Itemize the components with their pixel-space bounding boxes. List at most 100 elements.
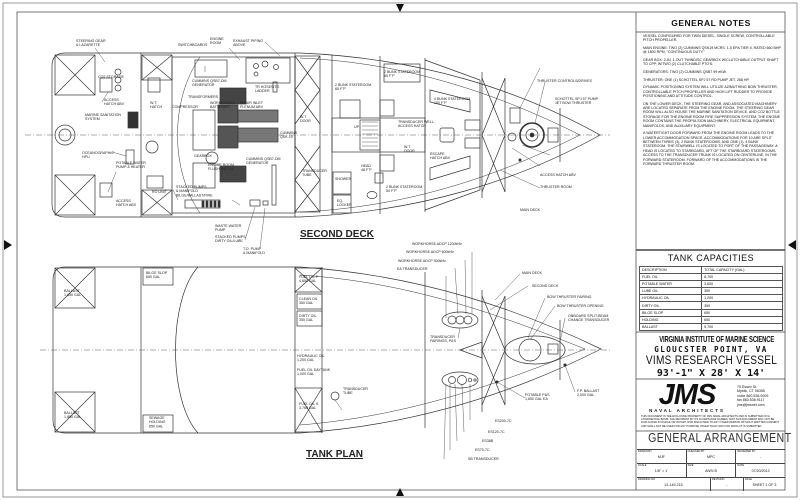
field-label: DRAWN BY xyxy=(638,450,652,453)
title-panel: GENERAL NOTES VESSEL CONFIGURED FOR TWIN… xyxy=(637,12,792,491)
second-deck-title: SECOND DECK xyxy=(300,229,375,240)
bow-thruster-unit xyxy=(519,122,545,148)
header-cell: TOTAL CAPACITY (GAL) xyxy=(701,265,783,275)
right-arrow-icon xyxy=(788,240,796,250)
header-cell: DESCRIPTION xyxy=(638,265,703,275)
label-thruster-room: THRUSTER ROOM xyxy=(540,185,572,189)
field-label: SCALE xyxy=(638,464,647,467)
transducer-well-hatch xyxy=(439,127,455,143)
label-eq-locker: EQ.LOCKER xyxy=(337,199,352,207)
label-es200: ES200-7C xyxy=(495,419,512,423)
bottom-arrow-icon xyxy=(396,488,404,496)
address-line: voice 860.536.0009 xyxy=(737,393,769,398)
bow-thruster-fairing xyxy=(504,335,566,365)
marine-sanitation-unit xyxy=(127,111,139,129)
label-adcp-300: WORKHORSE ADCP 300kHz xyxy=(398,259,446,263)
sheet-number: SHEET 1 OF 3 xyxy=(752,483,777,487)
label-adcp-1200: WORKHORSE ADCP 1200kHz xyxy=(412,242,462,246)
field-label: DATE xyxy=(737,464,745,467)
main-engine-stbd xyxy=(237,127,279,143)
company-address: 70 Essex St. Mystic, CT 06355 voice 860.… xyxy=(737,385,783,407)
note: THRUSTER: ONE (1) SCHOTTEL SPJ 57 RD PUM… xyxy=(643,77,750,82)
date: 07/20/2013 xyxy=(751,469,770,473)
note: GENERATORS: TWO (2) CUMMINS QSB7 99 eKW. xyxy=(643,70,727,74)
revision: - xyxy=(726,483,728,487)
label-wt-hatch: W.T.HATCH xyxy=(150,101,163,109)
second-deck-plan xyxy=(25,52,610,218)
tank-plan-title: TANK PLAN xyxy=(306,449,363,460)
bow-thruster-opening xyxy=(518,338,542,362)
cell: HOLDING xyxy=(638,315,703,324)
label-up: UP xyxy=(354,125,360,129)
field-label: SIZE xyxy=(687,464,694,467)
reviewed-by: - xyxy=(760,455,762,459)
compressor xyxy=(192,109,216,151)
main-engine-port xyxy=(237,109,279,123)
label-gearbox: GEARBOX xyxy=(194,154,212,158)
note: MAIN ENGINE: TWO (2) CUMMINS QSK19 MCRS,… xyxy=(643,46,781,55)
label-adcp-600: WORKHORSE ADCP 600kHz xyxy=(406,250,454,254)
passageway xyxy=(331,117,426,153)
cell: HYDRAULIC OIL xyxy=(638,294,703,303)
cell: POTABLE WATER xyxy=(638,280,703,289)
jms-logo-subtitle: NAVAL ARCHITECTS xyxy=(649,408,725,413)
note: A WATERTIGHT DOOR FORWARD FROM THE ENGIN… xyxy=(643,131,778,167)
note: GEAR BOX: 2-IN, 1-OUT TWINDISC GEARBOX W… xyxy=(643,58,779,67)
label-es38b: ES38B xyxy=(482,439,494,443)
cell: 650 xyxy=(701,308,783,317)
generator-stbd xyxy=(219,165,247,183)
transducer-fairing-port xyxy=(441,311,479,329)
top-arrow-icon xyxy=(396,4,404,12)
label-access-hatch-fwd: ACCESS HATCH ABV xyxy=(540,173,576,177)
note: VESSEL CONFIGURED FOR TWIN DIESEL, SINGL… xyxy=(643,34,775,43)
label-wt-door-fwd: W.T.DOOR xyxy=(404,145,415,153)
label-main-deck: MAIN DECK xyxy=(522,271,543,275)
cell: 5,700 xyxy=(701,322,783,331)
cell: 650 xyxy=(701,315,783,324)
label-thruster-controls: THRUSTER CONTROLS/DRIVES xyxy=(537,79,593,83)
label-wt-door-er: W.T.DOOR xyxy=(300,115,311,123)
cell: LUBE OIL xyxy=(638,287,703,296)
drawing-title: GENERAL ARRANGEMENT xyxy=(648,431,792,445)
field-label: REVISION xyxy=(712,478,725,481)
general-notes: VESSEL CONFIGURED FOR TWIN DIESEL, SINGL… xyxy=(643,34,781,170)
label-workbench: WORKBENCH/BATTERIES xyxy=(210,101,235,109)
jms-logo: JMS xyxy=(658,379,717,411)
centering-arrow-icons xyxy=(4,4,796,496)
field-label: DRAWING NO xyxy=(638,478,656,481)
label-shower: SHOWER xyxy=(335,177,352,181)
sheet-size: ANSI B xyxy=(705,469,717,473)
label-es120: ES120-7C xyxy=(488,430,505,434)
label-ro-unit: RO UNIT xyxy=(152,190,168,194)
